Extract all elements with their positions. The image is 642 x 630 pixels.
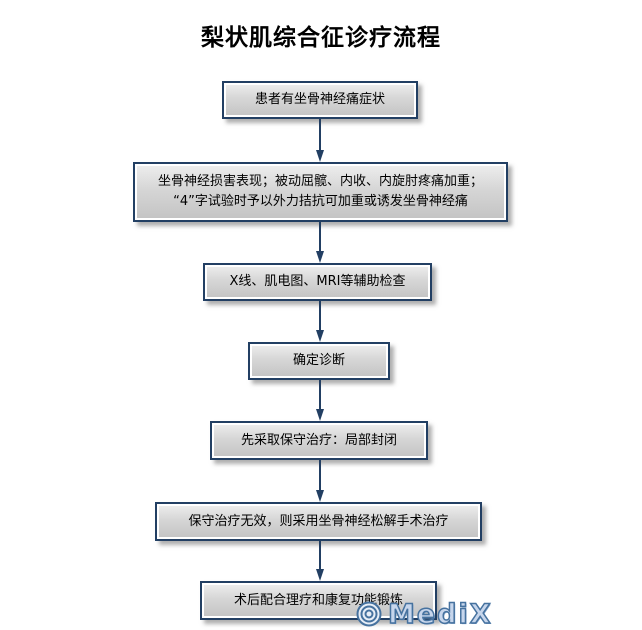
medix-watermark: MediX xyxy=(356,598,493,630)
at-spiral-icon xyxy=(356,601,382,627)
flow-box-signs: 坐骨神经损害表现；被动屈髋、内收、内旋肘疼痛加重； “4”字试验时予以外力拮抗可… xyxy=(133,162,508,222)
flow-arrow-down-icon xyxy=(315,222,325,263)
flow-box-rehabilitation: 术后配合理疗和康复功能锻炼 xyxy=(200,581,437,620)
page-title: 梨状肌综合征诊疗流程 xyxy=(201,25,441,51)
arrow-shaft xyxy=(319,119,321,150)
arrow-head xyxy=(316,569,324,581)
arrow-shaft xyxy=(319,222,321,251)
watermark-brand-text: MediX xyxy=(387,598,493,630)
flow-arrow-down-icon xyxy=(315,380,325,421)
arrow-shaft xyxy=(319,380,321,409)
arrow-shaft xyxy=(319,541,321,569)
flow-box-exams: X线、肌电图、MRI等辅助检查 xyxy=(203,263,432,301)
arrow-head xyxy=(316,150,324,162)
flow-arrow-down-icon xyxy=(315,541,325,581)
arrow-shaft xyxy=(319,460,321,490)
arrow-head xyxy=(316,490,324,502)
flow-arrow-down-icon xyxy=(315,301,325,342)
flow-arrow-down-icon xyxy=(315,119,325,162)
arrow-shaft xyxy=(319,301,321,330)
flow-arrow-down-icon xyxy=(315,460,325,502)
flow-box-surgery: 保守治疗无效，则采用坐骨神经松解手术治疗 xyxy=(155,502,482,541)
flow-box-conservative-treatment: 先采取保守治疗：局部封闭 xyxy=(210,421,428,460)
flow-box-symptom: 患者有坐骨神经痛症状 xyxy=(222,81,418,119)
arrow-head xyxy=(316,409,324,421)
arrow-head xyxy=(316,330,324,342)
arrow-head xyxy=(316,251,324,263)
flow-box-diagnosis: 确定诊断 xyxy=(248,342,390,380)
